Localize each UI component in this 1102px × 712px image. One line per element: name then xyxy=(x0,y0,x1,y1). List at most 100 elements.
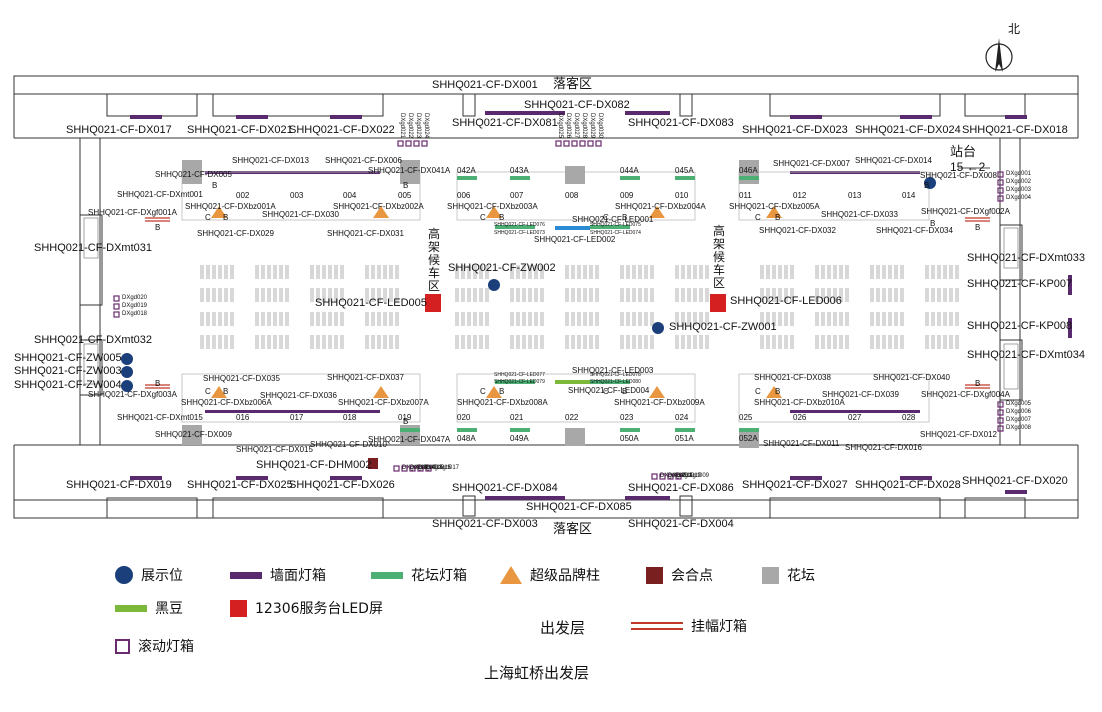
seat-block xyxy=(949,312,953,326)
seat-block xyxy=(693,312,697,326)
legend-label: 12306服务台LED屏 xyxy=(255,601,383,617)
gate-number: 027 xyxy=(848,413,862,422)
position-marker: B xyxy=(924,181,930,190)
meeting-point-marker xyxy=(368,458,378,469)
legend-label: 超级品牌柱 xyxy=(530,568,600,584)
seat-block xyxy=(693,265,697,279)
seat-block xyxy=(827,312,831,326)
legend-item-banner: 挂幅灯箱 xyxy=(631,616,747,636)
legend-item-planter: 花坛灯箱 xyxy=(371,565,467,585)
seat-block xyxy=(693,288,697,302)
legend-item-rolling: 滚动灯箱 xyxy=(115,636,194,656)
planter-id: 046A xyxy=(739,166,758,175)
rolling-lightbox-id: DXgd029 xyxy=(589,113,595,139)
planter-id: 051A xyxy=(675,434,694,443)
seat-block xyxy=(218,335,222,349)
seat-block xyxy=(485,335,489,349)
rolling-lightbox-id: DXgd003 xyxy=(1006,187,1032,193)
label-led080: SHHQ021-CF-LED080 xyxy=(590,379,641,385)
seat-block xyxy=(395,265,399,279)
label-dx018: SHHQ021-CF-DX018 xyxy=(962,124,1068,136)
seat-block xyxy=(876,265,880,279)
seat-block xyxy=(766,312,770,326)
seat-block xyxy=(328,335,332,349)
planter-id: 045A xyxy=(675,166,694,175)
position-marker: B xyxy=(212,181,218,190)
display-positions xyxy=(121,177,936,392)
seat-block xyxy=(644,288,648,302)
seat-block xyxy=(383,312,387,326)
rolling-lightbox-id: DXgd010 xyxy=(676,473,702,479)
seat-block xyxy=(365,312,369,326)
seat-block xyxy=(644,312,648,326)
seat-block xyxy=(760,335,764,349)
seat-block xyxy=(212,312,216,326)
label-dx038: SHHQ021-CF-DX038 xyxy=(754,373,831,382)
position-marker: B xyxy=(975,223,981,232)
label-dx028: SHHQ021-CF-DX028 xyxy=(855,479,961,491)
seat-block xyxy=(200,335,204,349)
rolling-lightbox-id: DXgd030 xyxy=(597,113,603,139)
rolling-lightbox-id: DXgd009 xyxy=(684,473,710,479)
label-dxmt015: SHHQ021-CF-DXmt015 xyxy=(117,413,203,422)
rolling-lightbox-id: DXgd024 xyxy=(423,113,429,139)
seat-block xyxy=(772,312,776,326)
seat-block xyxy=(760,288,764,302)
seat-block xyxy=(255,288,259,302)
seat-block xyxy=(595,288,599,302)
position-marker: B xyxy=(930,219,936,228)
seat-block xyxy=(310,335,314,349)
seat-block xyxy=(522,335,526,349)
rolling-lightbox-marker xyxy=(997,187,1004,194)
seat-block xyxy=(316,288,320,302)
banner-lightboxes xyxy=(145,217,990,389)
label-dx027: SHHQ021-CF-DX027 xyxy=(742,479,848,491)
seat-block xyxy=(334,265,338,279)
seat-block xyxy=(900,335,904,349)
label-dxbz009a: SHHQ021-CF-DXbz009A xyxy=(614,398,705,407)
rolling-lightbox-id: DXgd005 xyxy=(1006,401,1032,407)
seat-block xyxy=(931,335,935,349)
rolling-lightbox-id: DXgd008 xyxy=(1006,425,1032,431)
label-dx081: SHHQ021-CF-DX081 xyxy=(452,117,558,129)
label-led002: SHHQ021-CF-LED002 xyxy=(534,235,616,244)
rolling-lightbox-id: DXgd002 xyxy=(1006,179,1032,185)
seat-block xyxy=(790,312,794,326)
seat-block xyxy=(888,265,892,279)
seat-block xyxy=(766,265,770,279)
seat-block xyxy=(571,288,575,302)
rolling-lightbox-marker xyxy=(595,140,602,147)
rolling-lightbox-id: DXgd023 xyxy=(415,113,421,139)
rolling-lightbox-id: DXgd025 xyxy=(557,113,563,139)
label-led074: SHHQ021-CF-LED074 xyxy=(590,230,641,236)
seat-block xyxy=(540,265,544,279)
seat-block xyxy=(577,335,581,349)
rolling-lightbox-id: DXgd011 xyxy=(668,473,693,479)
rolling-lightbox-marker xyxy=(579,140,586,147)
seat-block xyxy=(943,312,947,326)
rolling-lightbox-marker xyxy=(413,140,420,147)
seat-block xyxy=(285,265,289,279)
rolling-lightbox-marker xyxy=(409,465,416,472)
seat-block xyxy=(632,265,636,279)
label-dx083: SHHQ021-CF-DX083 xyxy=(628,117,734,129)
square-icon xyxy=(762,566,779,584)
rolling-lightbox-id: DXgd027 xyxy=(573,113,579,139)
seat-block xyxy=(778,288,782,302)
super-brand-pillars xyxy=(211,206,782,398)
seat-block xyxy=(377,265,381,279)
map-title: 上海虹桥出发层 xyxy=(484,664,590,682)
seat-block xyxy=(839,312,843,326)
seat-block xyxy=(949,335,953,349)
position-marker: B xyxy=(775,387,781,396)
seat-block xyxy=(261,335,265,349)
seat-block xyxy=(876,335,880,349)
seat-block xyxy=(760,312,764,326)
seat-block xyxy=(267,335,271,349)
seat-block xyxy=(479,265,483,279)
seat-block xyxy=(534,265,538,279)
seat-block xyxy=(589,265,593,279)
position-marker: C xyxy=(205,213,211,222)
seat-block xyxy=(784,288,788,302)
